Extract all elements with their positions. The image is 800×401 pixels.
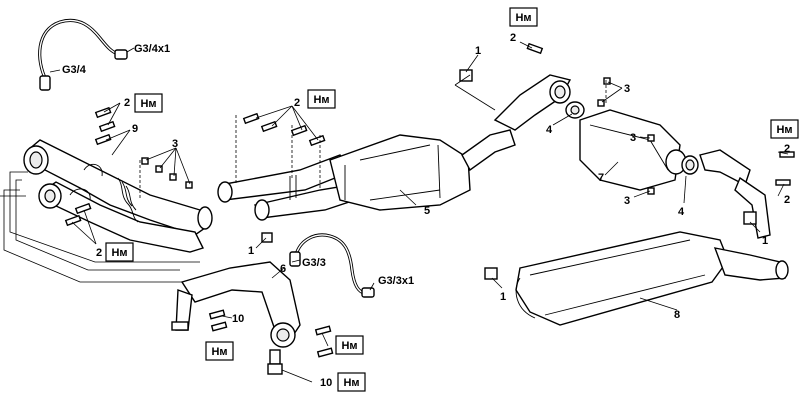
bolts-center (242, 112, 326, 243)
catalytic-converter-assembly (217, 129, 516, 221)
callout-10: 10 (232, 313, 244, 325)
svg-text:Нм: Нм (343, 377, 359, 389)
callout-2: 2 (96, 247, 102, 259)
callout-1: 1 (500, 291, 506, 303)
oxygen-sensor-g3-3 (289, 233, 375, 298)
oxygen-sensor-g3-4 (38, 18, 135, 91)
sensor-label-g3-3: G3/3 (302, 257, 326, 269)
callout-3: 3 (624, 195, 630, 207)
callout-6: 6 (280, 263, 286, 275)
callout-1: 1 (248, 245, 254, 257)
callout-8: 8 (674, 309, 680, 321)
svg-text:Нм: Нм (111, 247, 127, 259)
callout-2: 2 (294, 97, 300, 109)
middle-muffler (579, 109, 795, 239)
svg-text:Нм: Нм (515, 12, 531, 24)
callout-3: 3 (630, 132, 636, 144)
svg-text:Нм: Нм (776, 124, 792, 136)
callout-2: 2 (124, 97, 130, 109)
torque-box: Нм (509, 7, 538, 27)
callout-3: 3 (172, 138, 178, 150)
torque-box: Нм (770, 119, 799, 139)
callout-7: 7 (598, 172, 604, 184)
callout-1: 1 (762, 235, 768, 247)
leader-lines (71, 41, 789, 383)
torque-box: Нм (337, 372, 366, 392)
torque-box: Нм (205, 341, 234, 361)
svg-text:Нм: Нм (313, 94, 329, 106)
sensor-label-g3-4x1: G3/4x1 (134, 43, 170, 55)
reference-lines (0, 74, 607, 283)
svg-text:Нм: Нм (140, 98, 156, 110)
callout-10: 10 (320, 377, 332, 389)
callout-2: 2 (784, 194, 790, 206)
torque-box: Нм (335, 335, 364, 355)
sensor-label-g3-4: G3/4 (62, 64, 87, 76)
callout-1: 1 (475, 45, 481, 57)
torque-box: Нм (307, 89, 336, 109)
callout-4: 4 (546, 124, 553, 136)
y-pipe-lower (171, 261, 334, 375)
svg-text:Нм: Нм (341, 340, 357, 352)
rear-intermediate-pipe (459, 42, 611, 131)
callout-2: 2 (784, 143, 790, 155)
svg-text:Нм: Нм (211, 346, 227, 358)
callout-5: 5 (424, 205, 430, 217)
front-pipe-left (23, 139, 213, 253)
sensor-label-g3-3x1: G3/3x1 (378, 275, 414, 287)
torque-box: Нм (105, 242, 134, 262)
callout-9: 9 (132, 123, 138, 135)
callout-3: 3 (624, 83, 630, 95)
torque-box: Нм (134, 93, 163, 113)
rear-muffler (484, 231, 789, 326)
callout-4: 4 (678, 206, 685, 218)
callout-2: 2 (510, 32, 516, 44)
